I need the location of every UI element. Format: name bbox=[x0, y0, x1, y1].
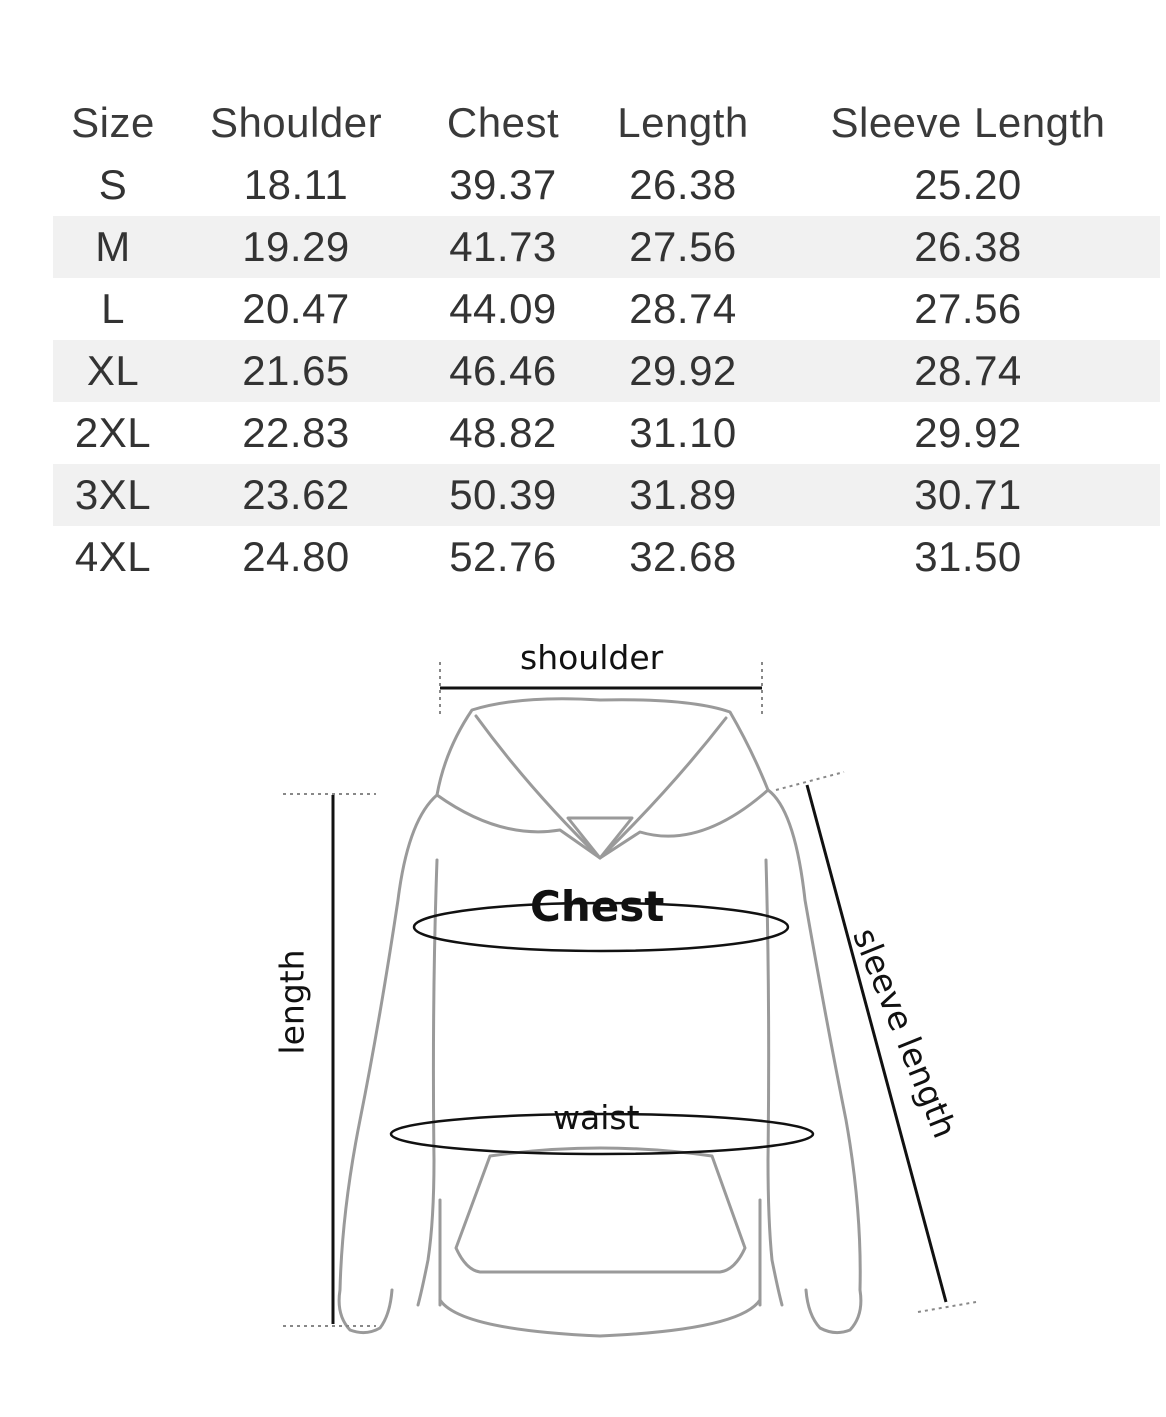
cell-shoulder: 20.47 bbox=[242, 285, 350, 332]
cell-chest: 44.09 bbox=[449, 285, 557, 332]
cell-size: XL bbox=[86, 347, 140, 394]
waist-measure-ellipse bbox=[389, 1112, 815, 1156]
size-chart-table: Size Shoulder Chest Length Sleeve Length… bbox=[53, 92, 1160, 588]
cell-size: S bbox=[98, 161, 128, 208]
cell-chest: 50.39 bbox=[449, 471, 557, 518]
sleeve-length-measure-line bbox=[775, 771, 977, 1313]
cell-length: 31.10 bbox=[629, 409, 737, 456]
header-size: Size bbox=[71, 99, 155, 146]
cell-shoulder: 22.83 bbox=[242, 409, 350, 456]
waist-label: waist bbox=[553, 1098, 640, 1137]
cell-sleeve-length: 31.50 bbox=[914, 533, 1022, 580]
table-header-row: Size Shoulder Chest Length Sleeve Length bbox=[53, 92, 1160, 154]
chest-measure-ellipse bbox=[412, 901, 790, 953]
chest-label: Chest bbox=[530, 882, 665, 931]
cell-size: 3XL bbox=[74, 471, 152, 518]
cell-shoulder: 21.65 bbox=[242, 347, 350, 394]
cell-length: 28.74 bbox=[629, 285, 737, 332]
table-row: XL 21.65 46.46 29.92 28.74 bbox=[53, 340, 1160, 402]
header-chest: Chest bbox=[446, 99, 560, 146]
table-row: 3XL 23.62 50.39 31.89 30.71 bbox=[53, 464, 1160, 526]
cell-chest: 48.82 bbox=[449, 409, 557, 456]
header-shoulder: Shoulder bbox=[209, 99, 383, 146]
cell-sleeve-length: 30.71 bbox=[914, 471, 1022, 518]
cell-sleeve-length: 29.92 bbox=[914, 409, 1022, 456]
hoodie-outline-icon bbox=[283, 662, 977, 1338]
cell-sleeve-length: 26.38 bbox=[914, 223, 1022, 270]
cell-chest: 46.46 bbox=[449, 347, 557, 394]
shoulder-measure-line bbox=[439, 662, 763, 718]
cell-length: 27.56 bbox=[629, 223, 737, 270]
cell-sleeve-length: 28.74 bbox=[914, 347, 1022, 394]
cell-size: 4XL bbox=[74, 533, 152, 580]
cell-shoulder: 24.80 bbox=[242, 533, 350, 580]
cell-chest: 39.37 bbox=[449, 161, 557, 208]
cell-chest: 52.76 bbox=[449, 533, 557, 580]
table-row: L 20.47 44.09 28.74 27.56 bbox=[53, 278, 1160, 340]
cell-shoulder: 23.62 bbox=[242, 471, 350, 518]
cell-length: 26.38 bbox=[629, 161, 737, 208]
shoulder-label: shoulder bbox=[520, 638, 664, 677]
table-row: 2XL 22.83 48.82 31.10 29.92 bbox=[53, 402, 1160, 464]
cell-length: 31.89 bbox=[629, 471, 737, 518]
cell-sleeve-length: 27.56 bbox=[914, 285, 1022, 332]
cell-chest: 41.73 bbox=[449, 223, 557, 270]
cell-size: 2XL bbox=[74, 409, 152, 456]
header-sleeve-length: Sleeve Length bbox=[830, 99, 1106, 146]
cell-size: L bbox=[101, 285, 125, 332]
length-label: length bbox=[272, 949, 312, 1055]
table-row: 4XL 24.80 52.76 32.68 31.50 bbox=[53, 526, 1160, 588]
length-measure-line bbox=[283, 793, 376, 1327]
hoodie-outline bbox=[337, 697, 863, 1338]
cell-shoulder: 19.29 bbox=[242, 223, 350, 270]
cell-sleeve-length: 25.20 bbox=[914, 161, 1022, 208]
cell-length: 32.68 bbox=[629, 533, 737, 580]
cell-length: 29.92 bbox=[629, 347, 737, 394]
measurement-diagram: shoulder Chest waist length sleeve lengt… bbox=[0, 600, 1166, 1417]
cell-shoulder: 18.11 bbox=[243, 161, 349, 208]
table-row: M 19.29 41.73 27.56 26.38 bbox=[53, 216, 1160, 278]
cell-size: M bbox=[95, 223, 131, 270]
table-row: S 18.11 39.37 26.38 25.20 bbox=[53, 154, 1160, 216]
header-length: Length bbox=[617, 99, 749, 146]
